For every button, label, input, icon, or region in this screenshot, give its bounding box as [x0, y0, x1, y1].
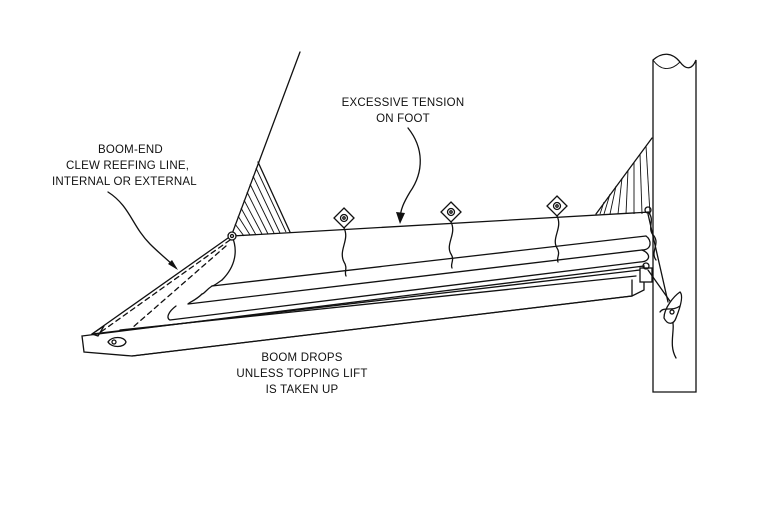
boom-end-cleat	[107, 336, 127, 348]
sail-leech-area	[231, 51, 301, 237]
label-line: BOOM-END	[98, 144, 163, 156]
reef-point-2	[440, 201, 462, 269]
reef-point-3	[546, 195, 568, 263]
leader-tension	[396, 127, 421, 224]
leader-clew-line	[107, 191, 178, 270]
label-line: ON FOOT	[376, 113, 430, 125]
reef-point-1	[333, 207, 355, 277]
label-excessive-tension: EXCESSIVE TENSION ON FOOT	[338, 95, 468, 127]
sail-luff-area	[595, 137, 653, 215]
label-line: IS TAKEN UP	[265, 384, 339, 396]
label-line: BOOM DROPS	[261, 352, 343, 364]
label-line: UNLESS TOPPING LIFT	[236, 368, 368, 380]
label-line: EXCESSIVE TENSION	[341, 97, 465, 109]
reefed-sail	[167, 211, 651, 321]
mast-cleat	[659, 291, 683, 324]
boom	[81, 206, 653, 357]
label-line: CLEW REEFING LINE,	[66, 160, 190, 172]
gooseneck	[639, 267, 653, 283]
label-line: INTERNAL OR EXTERNAL	[52, 176, 197, 188]
clew-cringle	[227, 231, 237, 241]
label-clew-reefing-line: BOOM-END CLEW REEFING LINE, INTERNAL OR …	[40, 142, 197, 190]
mast	[652, 53, 697, 393]
clew-reefing-line	[91, 231, 237, 337]
label-boom-drops: BOOM DROPS UNLESS TOPPING LIFT IS TAKEN …	[232, 350, 372, 398]
